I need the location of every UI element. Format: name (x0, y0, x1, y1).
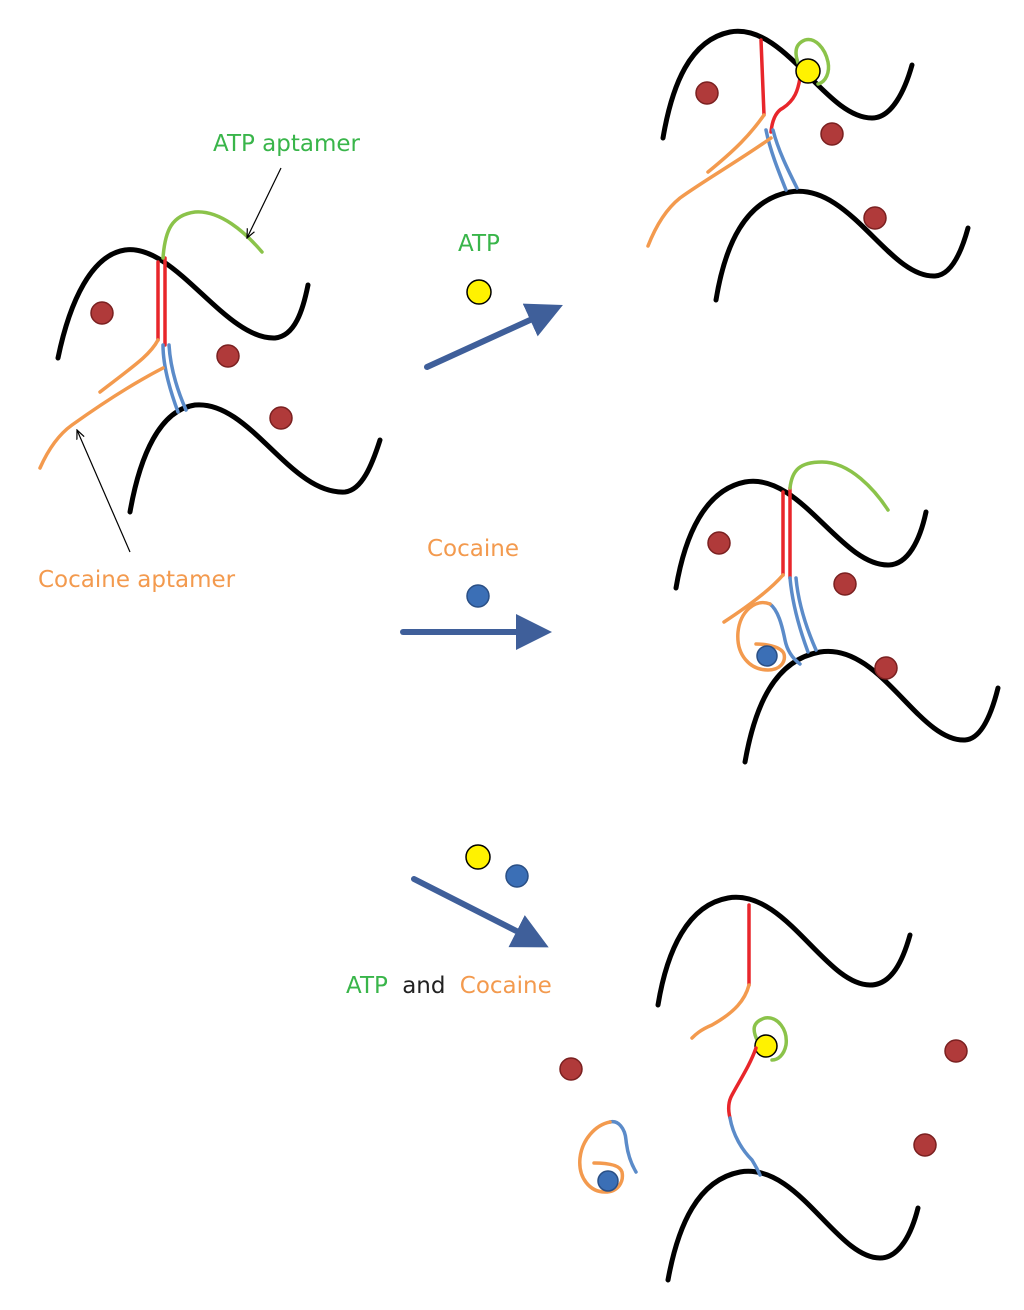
blue-linker-strand-a (161, 343, 180, 414)
blue-linker-strand-a (788, 576, 810, 654)
nanoparticle (216, 344, 240, 368)
blue-linker-strand-b (794, 576, 818, 652)
cocaine-reaction: Cocaine (400, 536, 552, 650)
red-linker-strand (759, 38, 766, 117)
atp-molecule (465, 844, 491, 870)
nanoparticle (820, 122, 844, 146)
atp-molecule (466, 279, 492, 305)
cocaine-aptamer-lower (38, 366, 165, 470)
upper-strand (55, 247, 311, 361)
nanoparticle (863, 206, 887, 230)
atp-reaction: ATP (424, 231, 563, 370)
cocaine-aptamer-upper (722, 573, 785, 624)
initial-state: ATP aptamer Cocaine aptamer (38, 131, 383, 593)
blue-linker-strand-b (167, 343, 188, 412)
atp-arrow (424, 303, 563, 370)
cocaine-aptamer-upper (706, 113, 766, 174)
nanoparticle (559, 1057, 583, 1081)
atp-aptamer-pointer (247, 167, 282, 238)
red-released-strand (769, 76, 802, 134)
cocaine-aptamer-pointer (77, 430, 131, 553)
nanoparticle (269, 406, 293, 430)
combined-label-and: and (402, 973, 445, 999)
nanoparticle (90, 301, 114, 325)
blue-released-strand (768, 602, 802, 666)
combined-label: ATP and Cocaine (346, 973, 552, 999)
atp-result-state (646, 28, 971, 303)
cocaine-molecule (505, 864, 529, 888)
nanoparticle (695, 81, 719, 105)
red-released-strand (726, 1046, 758, 1120)
lower-strand (742, 648, 1001, 765)
atp-aptamer-strand (161, 210, 264, 260)
upper-strand (655, 894, 913, 1008)
atp-label: ATP (458, 231, 500, 257)
atp-aptamer-strand (788, 460, 890, 512)
nanoparticle (707, 531, 731, 555)
combined-result-state (559, 894, 968, 1283)
combined-label-atp: ATP (346, 973, 388, 999)
cocaine-aptamer-label: Cocaine aptamer (38, 567, 236, 593)
nanoparticle (833, 572, 857, 596)
blue-linker-strand-b (771, 128, 799, 190)
cocaine-aptamer-folded (736, 600, 787, 672)
atp-aptamer-label: ATP aptamer (213, 131, 361, 157)
upper-strand (660, 28, 915, 141)
cocaine-aptamer-upper (98, 338, 160, 394)
cocaine-molecule (466, 584, 490, 608)
nanoparticle (874, 656, 898, 680)
combined-reaction: ATP and Cocaine (346, 844, 552, 999)
atp-aptamer-folded (794, 37, 831, 86)
cocaine-molecule (597, 1170, 619, 1192)
cocaine-molecule (756, 645, 778, 667)
atp-aptamer-folded (752, 1016, 788, 1062)
lower-strand (665, 1168, 921, 1283)
atp-molecule (795, 58, 821, 84)
nanoparticle (944, 1039, 968, 1063)
nanoparticle (913, 1133, 937, 1157)
combined-label-cocaine: Cocaine (460, 973, 552, 999)
cocaine-aptamer-folded (578, 1120, 625, 1194)
blue-released-strand (728, 1116, 762, 1177)
blue-fragment-strand (608, 1119, 638, 1174)
cocaine-label: Cocaine (427, 536, 519, 562)
lower-strand (713, 188, 971, 303)
blue-linker-strand-a (764, 128, 788, 192)
cocaine-aptamer-fragment (690, 983, 751, 1040)
combined-arrow (411, 876, 549, 948)
cocaine-aptamer-lower (646, 136, 773, 248)
cocaine-result-state (673, 460, 1001, 765)
lower-strand (127, 402, 383, 515)
upper-strand (673, 478, 929, 591)
atp-molecule (754, 1034, 778, 1058)
